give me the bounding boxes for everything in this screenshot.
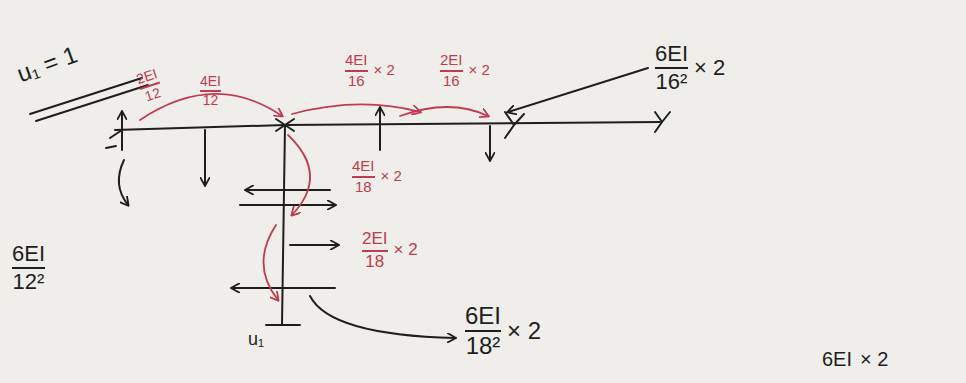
denominator: 16² <box>656 70 688 94</box>
column <box>282 125 285 325</box>
denominator: 18² <box>466 333 501 359</box>
formula: 6EI16²× 2 <box>655 42 725 94</box>
joint-mark <box>276 119 294 131</box>
formula: 4EI16× 2 <box>345 52 395 89</box>
numerator: 6EI <box>465 303 501 329</box>
formula: 6EI12² <box>12 242 45 294</box>
fraction: 4EI16 <box>345 52 368 89</box>
fraction: 6EI12² <box>12 242 45 294</box>
column-base <box>266 324 300 326</box>
moment-arc <box>288 135 310 215</box>
numerator: 4EI <box>200 74 221 89</box>
label-text: u₁ = 1 <box>13 42 80 88</box>
formula: 6EI18²× 2 <box>465 303 541 360</box>
formula: 4EI12 <box>200 74 221 109</box>
left-support <box>106 130 122 148</box>
fraction-bar <box>465 330 501 332</box>
moment-arc <box>292 104 420 114</box>
fraction-bar <box>655 67 688 69</box>
formula: u₁ = 1 <box>13 42 80 88</box>
fraction: 2EI18 <box>362 230 388 271</box>
formula: 2EI18× 2 <box>362 230 418 271</box>
multiplier: × 2 <box>374 62 395 79</box>
fraction-bar <box>345 70 368 72</box>
numerator: 6EI <box>12 242 45 266</box>
fixed-support <box>655 112 670 132</box>
label-text: × 2 <box>860 348 888 370</box>
multiplier: × 2 <box>381 168 402 185</box>
denominator: 18 <box>365 253 384 272</box>
multiplier: × 2 <box>394 241 418 260</box>
formula: 2EI12 <box>135 66 166 106</box>
leader-line <box>310 296 455 338</box>
fraction-bar <box>362 250 388 252</box>
fraction-bar <box>352 176 375 178</box>
moment-arc <box>400 107 488 116</box>
double-underline <box>30 78 142 114</box>
numerator: 2EI <box>440 52 463 69</box>
numerator: 4EI <box>352 158 375 175</box>
numerator: 6EI <box>655 42 688 66</box>
fraction: 4EI12 <box>200 74 221 109</box>
shear-arrow <box>489 126 491 160</box>
fraction: 2EI12 <box>135 66 166 106</box>
numerator: 2EI <box>135 66 160 87</box>
denominator: 16 <box>348 73 365 90</box>
numerator: 4EI <box>345 52 368 69</box>
beam <box>115 122 660 130</box>
label-text: 6EI <box>822 348 852 370</box>
moment-arrow <box>119 160 128 205</box>
denominator: 12² <box>13 270 45 294</box>
shear-arrow <box>290 244 338 246</box>
denominator: 16 <box>443 73 460 90</box>
multiplier: × 2 <box>694 56 725 80</box>
label-text: u₁ <box>248 330 264 350</box>
formula: u₁ <box>248 330 264 350</box>
denominator: 18 <box>355 179 372 196</box>
fraction: 6EI18² <box>465 303 501 360</box>
shear-arrow <box>379 108 381 150</box>
formula: 6EI × 2 <box>822 348 888 370</box>
fraction: 2EI16 <box>440 52 463 89</box>
fraction-bar <box>12 267 45 269</box>
denominator: 12 <box>143 86 163 105</box>
double-underline <box>36 85 148 121</box>
formula: 4EI18× 2 <box>352 158 402 195</box>
moment-arc <box>263 225 278 300</box>
roller-support <box>505 112 524 138</box>
fraction: 4EI18 <box>352 158 375 195</box>
shear-arrow <box>232 287 335 289</box>
multiplier: × 2 <box>469 62 490 79</box>
numerator: 2EI <box>362 230 388 249</box>
fraction-bar <box>440 70 463 72</box>
shear-arrow <box>246 189 330 191</box>
shear-arrow <box>240 204 335 206</box>
fraction-bar <box>200 90 221 92</box>
fraction: 6EI16² <box>655 42 688 94</box>
multiplier: × 2 <box>507 318 541 344</box>
reaction-arrow <box>121 112 123 150</box>
leader-line <box>508 68 648 112</box>
denominator: 12 <box>203 93 219 108</box>
shear-arrow <box>204 130 206 185</box>
formula: 2EI16× 2 <box>440 52 490 89</box>
